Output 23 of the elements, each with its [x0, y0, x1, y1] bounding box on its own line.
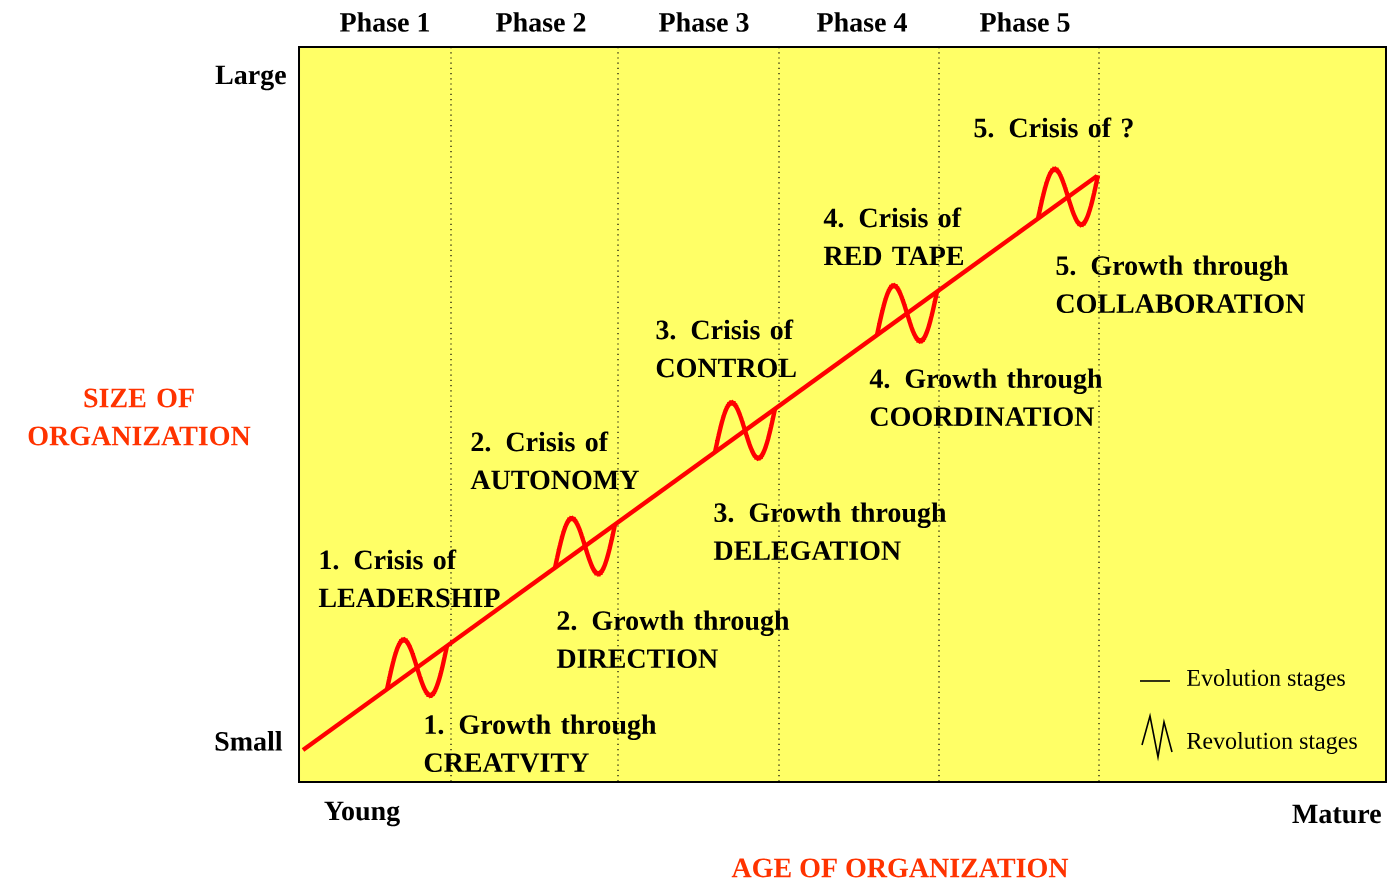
- axis-title: SIZE OF ORGANIZATION: [28, 388, 251, 446]
- axis-label: Young: [324, 801, 400, 827]
- stage-label: 2. Growth through DIRECTION: [556, 610, 790, 669]
- axis-label: Mature: [1292, 804, 1381, 824]
- axis-label: Small: [215, 731, 283, 751]
- stage-label: 3. Growth through DELEGATION: [713, 502, 947, 561]
- stage-label: 5. Growth through COLLABORATION: [1056, 255, 1305, 314]
- axis-title: AGE OF ORGANIZATION: [731, 858, 1069, 878]
- phase-label: Phase 2: [496, 12, 586, 32]
- stage-label: 1. Growth through CREATVITY: [424, 714, 657, 773]
- stage-label: 5. Crisis of ?: [974, 117, 1133, 138]
- phase-label: Phase 1: [340, 12, 430, 32]
- stage-label: 4. Crisis of RED TAPE: [823, 207, 964, 266]
- stage-label: 4. Growth through COORDINATION: [869, 368, 1103, 427]
- legend-text: Evolution stages: [1187, 669, 1345, 691]
- stage-label: 3. Crisis of CONTROL: [656, 319, 796, 378]
- stage-label: 2. Crisis of AUTONOMY: [470, 431, 639, 490]
- stage-label: 1. Crisis of LEADERSHIP: [318, 549, 500, 608]
- phase-label: Phase 3: [659, 12, 749, 32]
- axis-label: Large: [215, 65, 286, 91]
- legend-text: Revolution stages: [1187, 732, 1357, 754]
- phase-label: Phase 5: [980, 12, 1070, 32]
- phase-label: Phase 4: [817, 12, 907, 32]
